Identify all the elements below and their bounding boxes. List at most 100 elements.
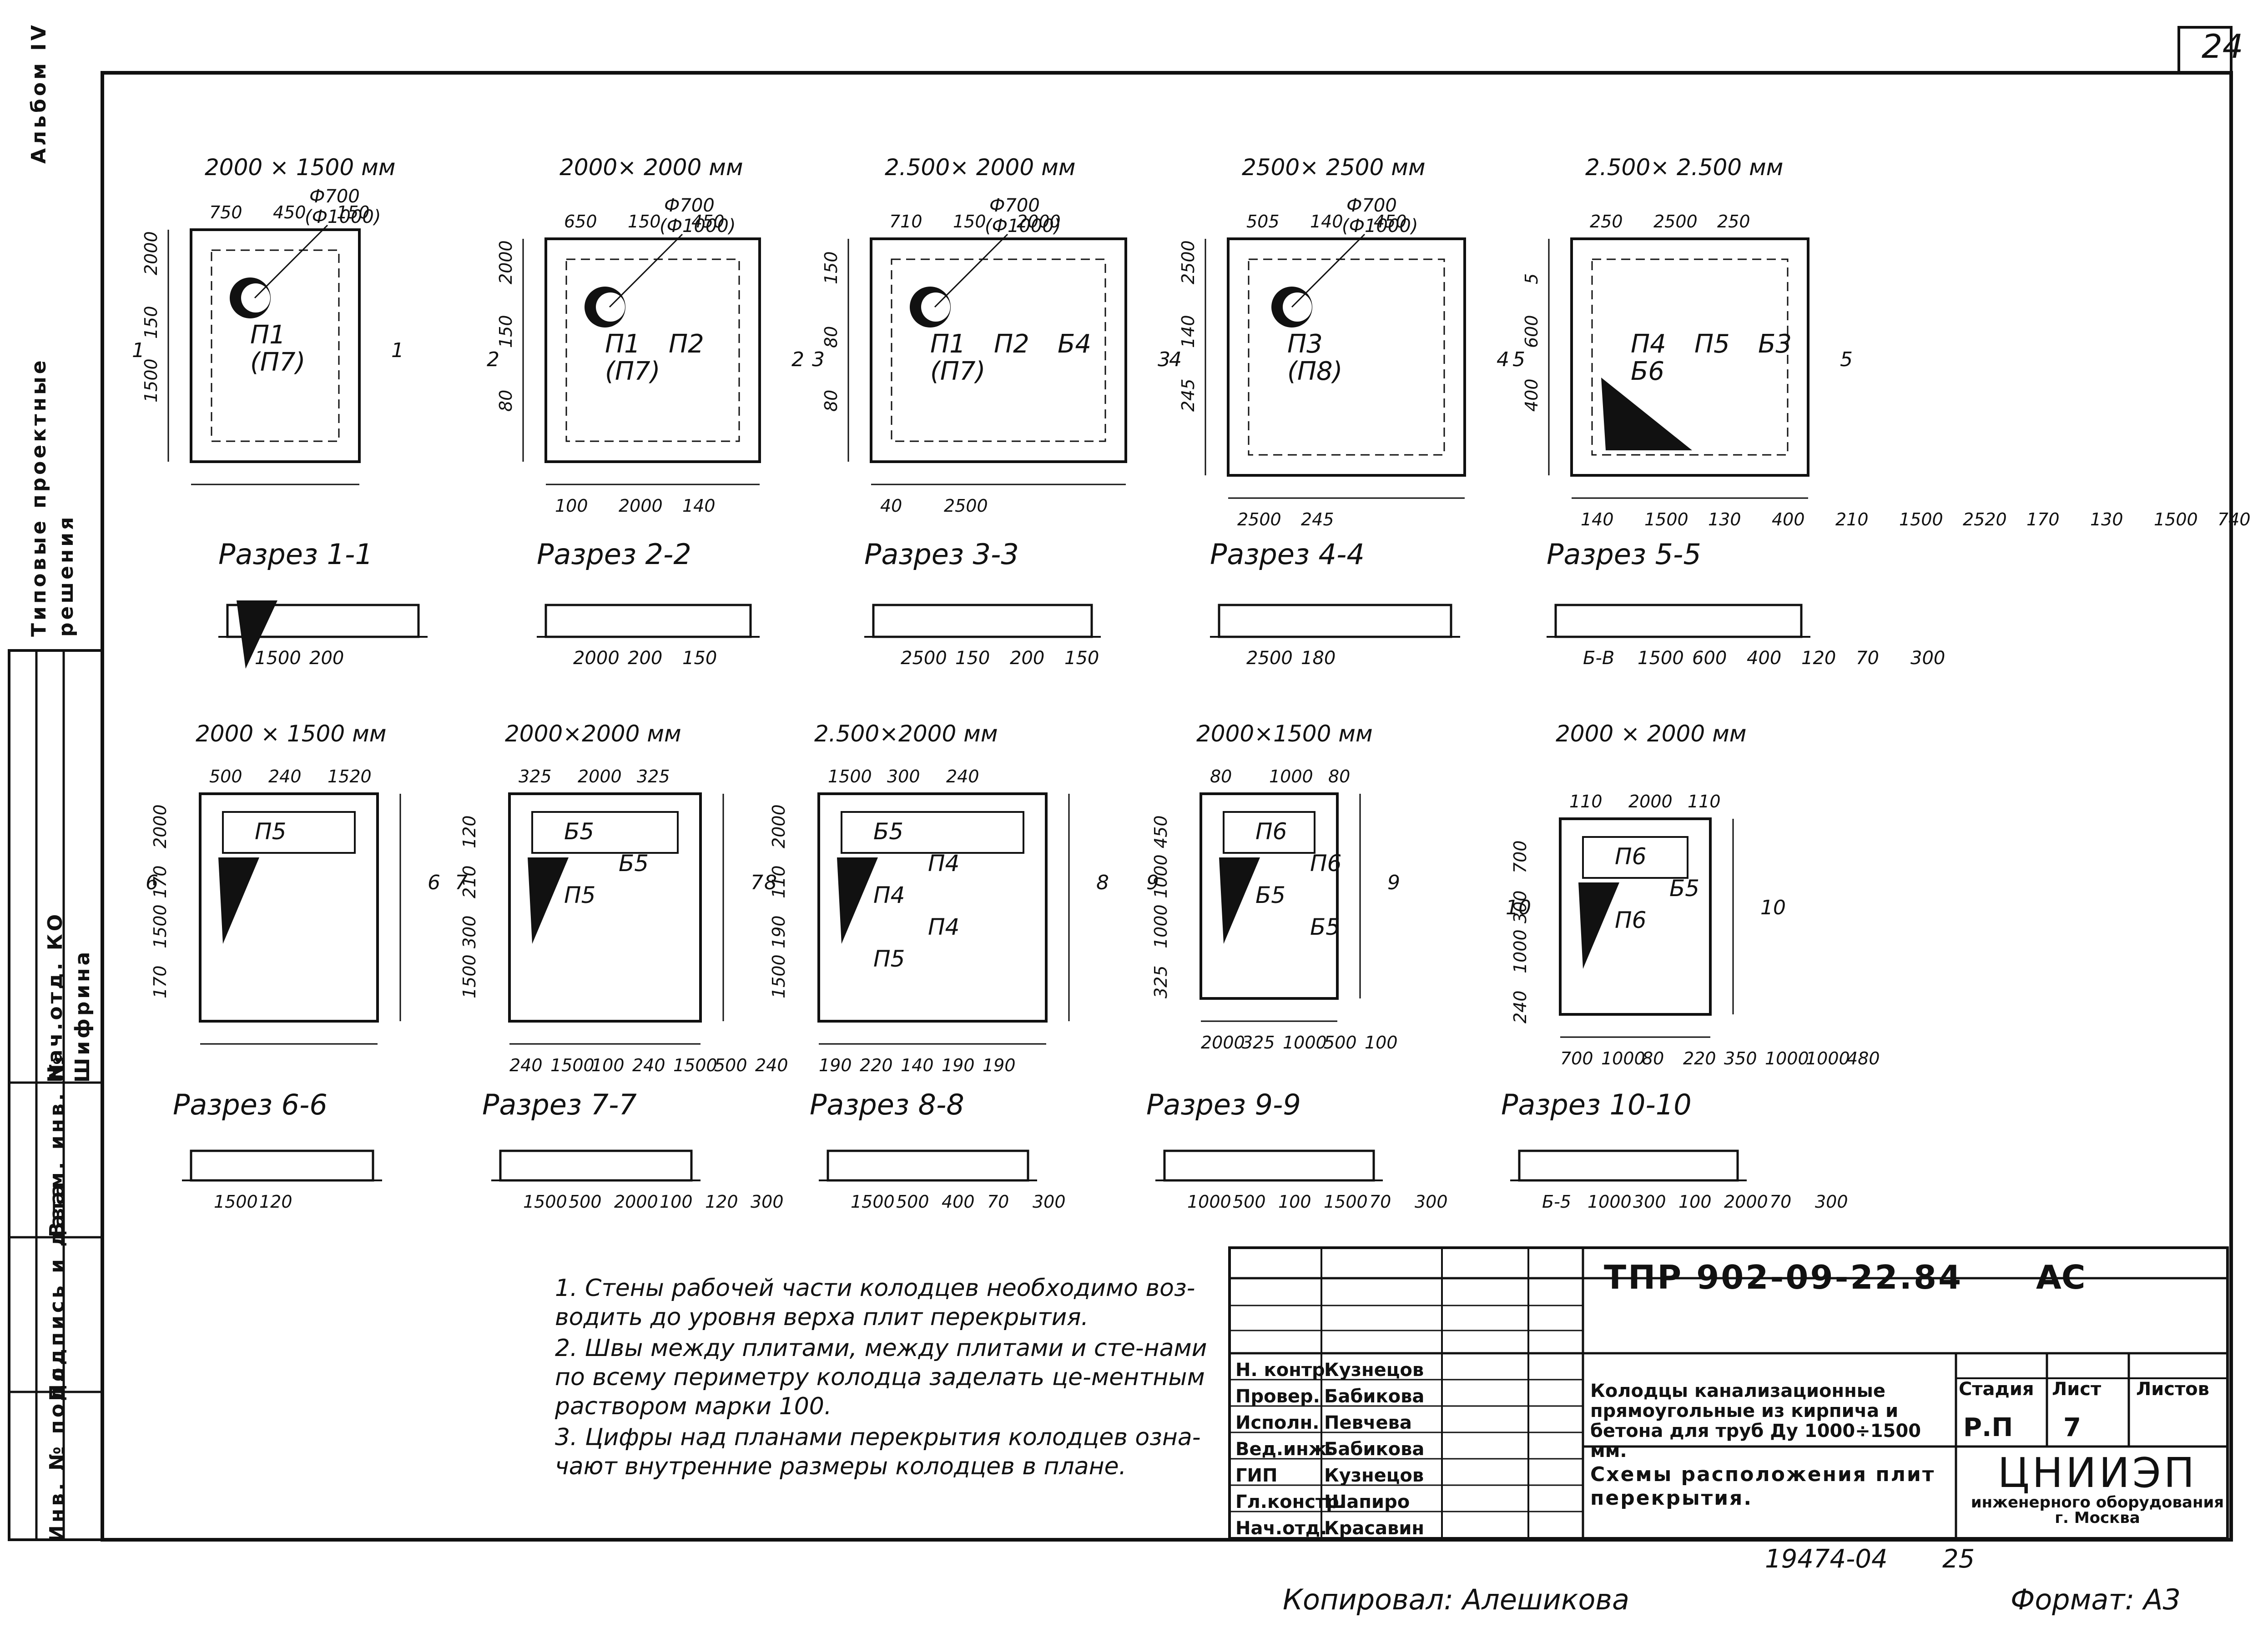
dimension-value: 1500 bbox=[150, 904, 170, 948]
dimension-value: 200 bbox=[628, 648, 662, 669]
leader-line bbox=[934, 233, 1008, 308]
dimension-value: 325 bbox=[637, 766, 670, 786]
plate-label: П1 bbox=[930, 329, 966, 359]
hatched-wedge bbox=[528, 857, 569, 944]
hatched-wedge bbox=[1601, 378, 1692, 450]
plan-inner bbox=[891, 258, 1106, 442]
dimension-value: 5 bbox=[1522, 273, 1542, 284]
dimension-value: 700 bbox=[1560, 1048, 1593, 1069]
dimension-value: 750 bbox=[209, 202, 242, 222]
plan-outline bbox=[508, 792, 702, 1023]
plan-outline bbox=[1570, 237, 1809, 477]
dimension-value: 2500 bbox=[1246, 648, 1293, 669]
title-block: ТПР 902-09-22.84 АС Н. контр.Кузнецов Пр… bbox=[1228, 1246, 2229, 1540]
dimension-value: 300 bbox=[1510, 890, 1530, 923]
page-number: 25 bbox=[1942, 1544, 1975, 1574]
dimension-value: 100 bbox=[1278, 1192, 1311, 1212]
dimension-value: 70 bbox=[987, 1192, 1009, 1212]
signer-role: Н. контр. bbox=[1235, 1360, 1332, 1381]
signer-row: Гл.констр.Шапиро bbox=[1231, 1488, 1577, 1515]
dimension-value: 40 bbox=[880, 496, 902, 516]
dimension-value: 2500 bbox=[944, 496, 988, 516]
binding-strip bbox=[8, 649, 104, 1541]
dimension-value: 1500 bbox=[2154, 509, 2198, 529]
plan-outline bbox=[190, 228, 361, 463]
dimension-value: 1000 bbox=[1601, 1048, 1645, 1069]
plate-label: П3 bbox=[1287, 329, 1323, 359]
dimension-value: Б-В bbox=[1583, 648, 1614, 669]
dimension-value: 100 bbox=[555, 496, 588, 516]
plate-label: (П7) bbox=[250, 348, 305, 377]
dimension-value: 400 bbox=[1772, 509, 1805, 529]
dimension-value: 740 bbox=[2218, 509, 2251, 529]
section-slab bbox=[872, 604, 1093, 638]
plan-title: 2000×2000 мм bbox=[505, 721, 681, 747]
dimension-value: 2000 bbox=[578, 766, 622, 786]
plate-label: П5 bbox=[255, 818, 286, 845]
organization-name: ЦНИИЭП bbox=[1997, 1449, 2197, 1497]
dimension-value: 400 bbox=[1522, 378, 1542, 412]
document-code: ТПР 902-09-22.84 bbox=[1604, 1258, 1963, 1296]
dimension-value: 110 bbox=[1569, 791, 1603, 811]
plate-label: Б5 bbox=[873, 818, 903, 845]
dimension-value: 1500 bbox=[255, 648, 301, 669]
section-cut-mark: 3 bbox=[812, 348, 825, 371]
dimension-value: 240 bbox=[755, 1055, 788, 1075]
section-cut-mark: 5 bbox=[1840, 348, 1853, 371]
hatched-wedge bbox=[837, 857, 878, 944]
plate-outline bbox=[1582, 836, 1688, 879]
plate-label: П4 bbox=[928, 850, 959, 877]
dimension-value: 220 bbox=[860, 1055, 893, 1075]
dimension-value: 1500 bbox=[828, 766, 872, 786]
section-title: Разрез 10-10 bbox=[1501, 1088, 1692, 1121]
hole-diameter: Ф700 bbox=[989, 195, 1040, 216]
dimension-value: 120 bbox=[705, 1192, 738, 1212]
dimension-value: 150 bbox=[141, 306, 161, 339]
plate-label: Б5 bbox=[564, 818, 594, 845]
plate-label: П2 bbox=[994, 329, 1029, 359]
dimension-value: 1500 bbox=[214, 1192, 258, 1212]
dimension-value: 350 bbox=[1724, 1048, 1757, 1069]
plate-label: (П8) bbox=[1287, 357, 1342, 386]
plan-title: 2500× 2500 мм bbox=[1242, 154, 1426, 181]
dimension-value: 2000 bbox=[619, 496, 663, 516]
dimension-value: 2000 bbox=[614, 1192, 658, 1212]
dimension-value: Б-5 bbox=[1542, 1192, 1571, 1212]
plate-outline bbox=[841, 811, 1024, 854]
strip-label-inv-replace: Взам. инв. № bbox=[45, 1054, 69, 1237]
signer-row: Исполн.Певчева bbox=[1231, 1409, 1577, 1436]
section-slab bbox=[499, 1149, 693, 1182]
section-slab bbox=[1163, 1149, 1375, 1182]
dimension-value: 300 bbox=[1910, 648, 1945, 669]
note-1: 1. Стены рабочей части колодцев необходи… bbox=[555, 1275, 1195, 1331]
dimension-value: 130 bbox=[2090, 509, 2123, 529]
signer-name: Кузнецов bbox=[1324, 1465, 1424, 1486]
dimension-value: 325 bbox=[1242, 1033, 1275, 1053]
dimension-value: 2520 bbox=[1963, 509, 2007, 529]
hatched-wedge bbox=[218, 857, 259, 944]
dimension-value: 150 bbox=[955, 648, 990, 669]
section-slab bbox=[1554, 604, 1803, 638]
strip-title-1: Типовые проектные bbox=[27, 358, 50, 637]
section-title: Разрез 3-3 bbox=[864, 538, 1019, 571]
strip-title-2: решения bbox=[55, 514, 78, 637]
dimension-value: 2000 bbox=[1724, 1192, 1768, 1212]
dimension-value: 300 bbox=[459, 915, 479, 948]
dimension-value: 700 bbox=[1510, 840, 1530, 873]
dimension-value: 100 bbox=[591, 1055, 625, 1075]
dimension-value: 1500 bbox=[1644, 509, 1688, 529]
hole-diameter-alt: (Ф1000) bbox=[1342, 216, 1418, 237]
dimension-value: 200 bbox=[309, 648, 344, 669]
section-cut-mark: 1 bbox=[391, 339, 404, 362]
section-title: Разрез 4-4 bbox=[1210, 538, 1365, 571]
dimension-value: 400 bbox=[942, 1192, 975, 1212]
sheet-label: Лист bbox=[2052, 1379, 2102, 1400]
dimension-value: 500 bbox=[714, 1055, 747, 1075]
plate-label: П1 bbox=[250, 320, 286, 350]
dimension-value: 245 bbox=[1301, 509, 1334, 529]
section-cut-mark: 4 bbox=[1497, 348, 1509, 371]
plate-label: П2 bbox=[669, 329, 704, 359]
signer-role: Вед.инж. bbox=[1235, 1439, 1334, 1460]
dimension-value: 300 bbox=[1633, 1192, 1666, 1212]
